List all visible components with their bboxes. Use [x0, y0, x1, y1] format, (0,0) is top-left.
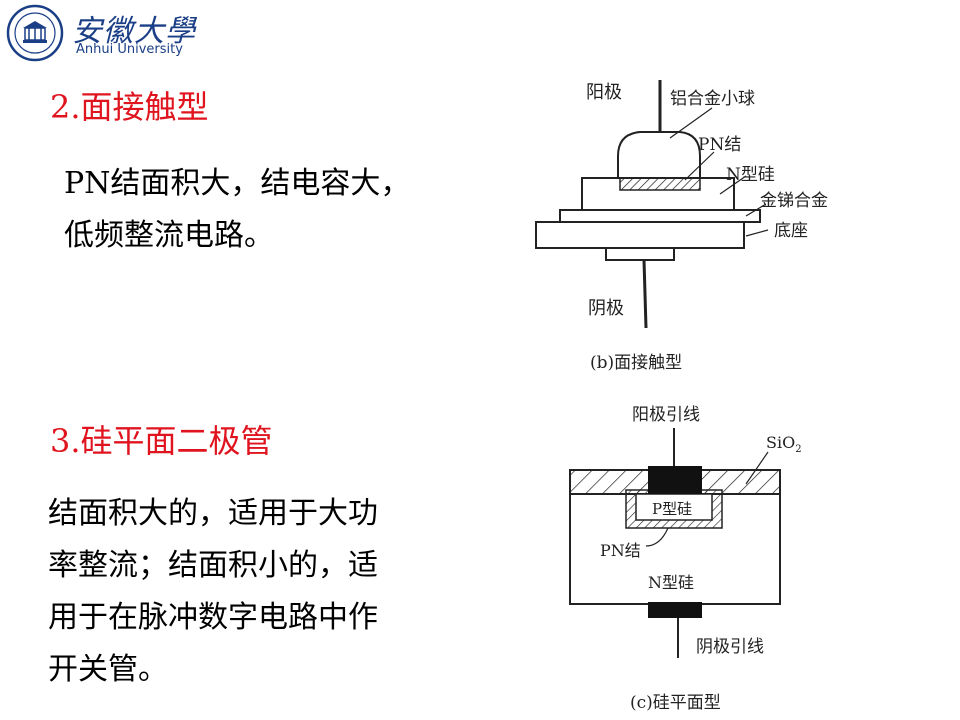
- cathode-wire: [642, 259, 648, 329]
- label-pn-junction: PN结: [698, 135, 741, 155]
- section3-line-4: 开关管。: [48, 652, 168, 687]
- label-base: 底座: [774, 221, 808, 241]
- label-al-ball: 铝合金小球: [670, 89, 755, 109]
- label-n-silicon: N型硅: [726, 165, 775, 185]
- label-pn-junction-c: PN结: [600, 541, 641, 560]
- section3-line-3: 用于在脉冲数字电路中作: [48, 600, 378, 635]
- caption-b: (b)面接触型: [590, 353, 682, 373]
- section2-line-2: 低频整流电路。: [64, 218, 274, 253]
- label-sio2: SiO2: [766, 433, 802, 455]
- section3-heading: 3.硅平面二极管: [50, 422, 273, 460]
- label-anode-lead: 阳极引线: [632, 405, 700, 425]
- section3-line-2: 率整流；结面积小的，适: [48, 548, 378, 583]
- pn-junction-region: [619, 177, 701, 191]
- label-p-silicon: P型硅: [652, 500, 692, 518]
- section3-body: 结面积大的，适用于大功 率整流；结面积小的，适 用于在脉冲数字电路中作 开关管。: [48, 488, 378, 696]
- p-silicon-region: [635, 493, 713, 521]
- caption-c: (c)硅平面型: [630, 693, 721, 713]
- planar-diode-figure: 阳极引线 SiO2 P型硅 PN结 N型硅 阴极引线 (c)硅平面型: [569, 405, 802, 713]
- section3-line-1: 结面积大的，适用于大功: [48, 496, 378, 531]
- label-cathode: 阴极: [588, 298, 624, 319]
- section2-body: PN结面积大，结电容大， 低频整流电路。: [64, 158, 410, 262]
- label-cathode-lead: 阴极引线: [696, 637, 764, 657]
- section2-line-1: PN结面积大，结电容大，: [64, 166, 411, 201]
- logo-english-name: Anhui University: [76, 42, 183, 57]
- label-alloy: 金锑合金: [760, 191, 828, 211]
- anode-contact: [648, 466, 702, 494]
- label-n-silicon-c: N型硅: [648, 573, 694, 592]
- junction-diode-figure: 阳极 铝合金小球 PN结 N型硅 金锑合金 底座 阴极 (b)面接触型: [535, 80, 828, 373]
- logo-chinese-name: 安徽大學: [72, 14, 196, 49]
- base-plate: [535, 221, 745, 249]
- university-seal-icon: [6, 4, 64, 62]
- alloy-layer: [559, 209, 761, 223]
- cathode-contact: [648, 602, 702, 618]
- label-anode: 阳极: [586, 82, 622, 103]
- university-logo: 安徽大學 Anhui University: [6, 4, 206, 62]
- bottom-mount: [605, 247, 675, 261]
- aluminium-ball: [617, 131, 701, 179]
- section2-heading: 2.面接触型: [50, 88, 209, 126]
